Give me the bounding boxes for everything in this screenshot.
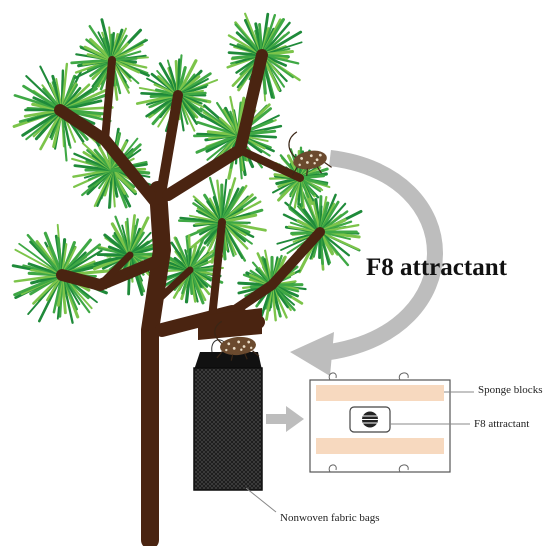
sponge-block-top — [316, 385, 444, 401]
pine-needle — [26, 233, 64, 277]
pine-needle — [93, 168, 114, 208]
pine-needle — [175, 237, 192, 272]
nonwoven-bag-label: Nonwoven fabric bags — [280, 512, 380, 524]
pine-needle — [185, 220, 224, 239]
pine-needle — [100, 18, 114, 62]
pine-needle — [14, 248, 63, 276]
pine-needle — [220, 220, 249, 225]
pine-needle — [39, 108, 64, 151]
pine-needle — [32, 273, 64, 305]
pine-needle — [220, 220, 249, 250]
pine-needle — [318, 200, 340, 234]
pine-needle — [221, 178, 228, 223]
longhorn-beetle-icon — [288, 131, 332, 176]
f8-attractant-title: F8 attractant — [366, 254, 507, 281]
pine-needle — [234, 23, 264, 57]
tree-branch — [96, 251, 134, 289]
pine-needle — [70, 58, 114, 65]
tree-branch — [208, 218, 226, 322]
attractant-lure-icon — [349, 406, 391, 433]
pine-needle — [21, 108, 64, 137]
pine-needle — [110, 57, 138, 62]
pine-needle — [128, 252, 154, 257]
sponge-block-bottom — [316, 438, 444, 454]
f8-attractant-label: F8 attractant — [474, 418, 530, 430]
pine-needle — [43, 231, 64, 277]
pine-needle — [52, 273, 64, 314]
pine-needle — [188, 246, 206, 272]
trap-detail-box — [309, 372, 474, 473]
tree-branch — [227, 227, 325, 317]
right-arrow-icon — [266, 406, 304, 432]
pine-needle — [220, 213, 258, 224]
pine-needle — [318, 230, 360, 251]
pine-needle — [110, 58, 140, 74]
pine-needle — [229, 95, 240, 137]
tree-branch — [198, 308, 262, 340]
pine-tree — [11, 12, 363, 546]
tree-branch — [154, 266, 194, 304]
pine-needle — [18, 242, 63, 276]
tree-branch — [236, 146, 304, 182]
tree-branch — [101, 56, 116, 144]
sponge-blocks-label: Sponge blocks — [478, 384, 543, 396]
tree-branch — [141, 181, 171, 546]
pine-needle — [60, 62, 69, 112]
pine-needle — [298, 176, 328, 186]
longhorn-beetle-icon — [214, 320, 260, 361]
pine-needle — [110, 168, 137, 194]
pine-needle — [192, 195, 224, 224]
pine-needle — [195, 133, 240, 154]
trap-bag-icon — [193, 339, 277, 513]
pine-needle — [284, 201, 322, 234]
curved-arrow-icon — [290, 150, 443, 376]
pine-needle — [220, 186, 245, 224]
tree-branch — [155, 90, 183, 205]
pine-needle — [300, 188, 322, 234]
pine-needle — [176, 59, 198, 97]
